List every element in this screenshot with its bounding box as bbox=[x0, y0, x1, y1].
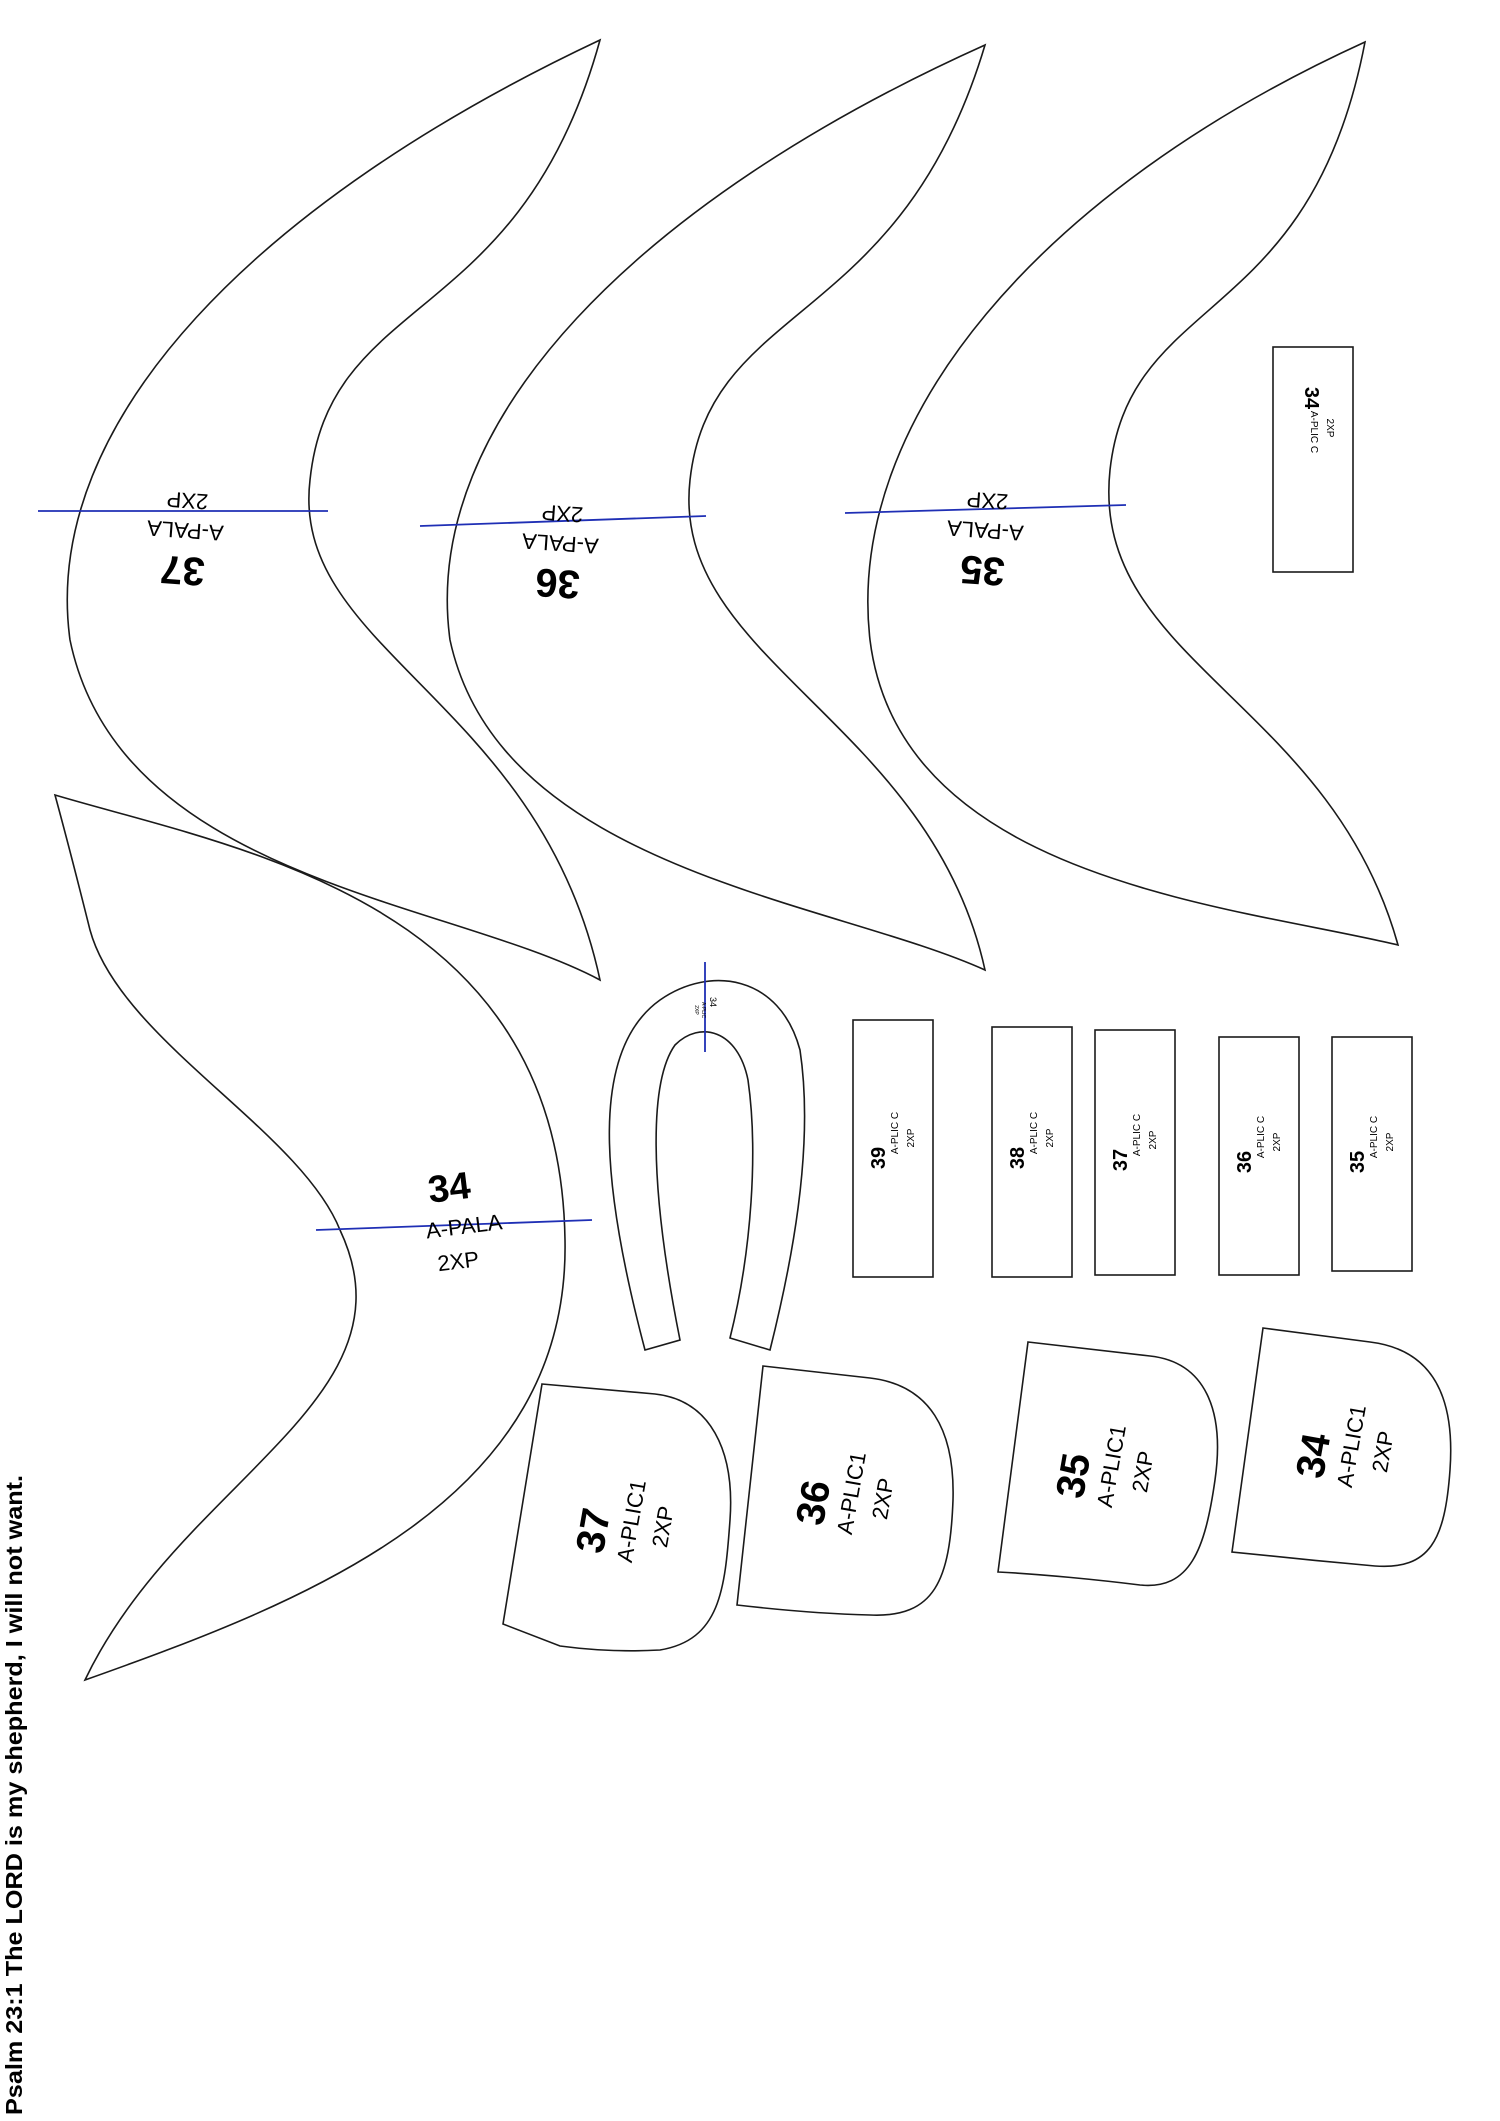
strip-name: A-PLIC C bbox=[1029, 1112, 1040, 1154]
strip-name: A-PLIC C bbox=[1369, 1116, 1380, 1158]
strip-size: 34 bbox=[1300, 387, 1322, 410]
tab-qty: 2XP bbox=[1127, 1449, 1159, 1494]
tab-qty: 2XP bbox=[867, 1476, 899, 1521]
vamp-piece-35: 35 A-PALA 2XP bbox=[844, 40, 1400, 947]
aplic1-piece-35: 35 A-PLIC1 2XP bbox=[997, 1341, 1219, 1587]
aplic-c-piece-34: 34 A-PLIC C 2XP bbox=[1272, 346, 1354, 573]
strip-name: A-PLIC C bbox=[1132, 1114, 1143, 1156]
vamp-outline bbox=[867, 40, 1400, 947]
tab-size: 37 bbox=[568, 1505, 619, 1556]
tab-qty: 2XP bbox=[647, 1504, 679, 1549]
aplic-c-piece-35: 35 A-PLIC C 2XP bbox=[1331, 1036, 1413, 1272]
strip-outline bbox=[1218, 1036, 1300, 1276]
vamp-size: 35 bbox=[959, 546, 1006, 593]
strip-name: A-PLIC C bbox=[890, 1112, 901, 1154]
grain-line bbox=[419, 515, 707, 527]
vamp-size: 36 bbox=[534, 559, 581, 606]
aplic-c-piece-37: 37 A-PLIC C 2XP bbox=[1094, 1029, 1176, 1276]
vamp-piece-37: 37 A-PALA 2XP bbox=[38, 38, 602, 982]
vamp-piece-36: 36 A-PALA 2XP bbox=[419, 43, 987, 972]
strip-outline bbox=[1272, 346, 1354, 573]
strip-qty: 2XP bbox=[1148, 1130, 1159, 1149]
tab-size: 36 bbox=[788, 1477, 839, 1528]
tab-outline bbox=[502, 1383, 732, 1652]
tab-name: A-PLIC1 bbox=[612, 1478, 651, 1564]
strip-qty: 2XP bbox=[1045, 1128, 1056, 1147]
vamp-qty: 2XP bbox=[966, 487, 1009, 515]
strip-size: 35 bbox=[1347, 1151, 1369, 1173]
tab-name: A-PLIC1 bbox=[1332, 1403, 1371, 1489]
strip-qty: 2XP bbox=[1324, 419, 1335, 438]
strip-qty: 2XP bbox=[1385, 1132, 1396, 1151]
vamp-outline bbox=[53, 793, 566, 1682]
horseshoe-size: 34 bbox=[708, 997, 718, 1007]
vamp-qty: 2XP bbox=[166, 487, 209, 515]
aplic-c-piece-38: 38 A-PLIC C 2XP bbox=[991, 1026, 1073, 1278]
tab-size: 35 bbox=[1048, 1450, 1099, 1501]
vamp-size: 37 bbox=[159, 546, 206, 593]
strip-name: A-PLIC C bbox=[1256, 1116, 1267, 1158]
strip-size: 38 bbox=[1007, 1147, 1029, 1169]
tab-outline bbox=[1231, 1327, 1452, 1568]
tab-size: 34 bbox=[1288, 1429, 1339, 1481]
horseshoe-piece: 34 A-PLIC 2XP bbox=[608, 962, 806, 1352]
aplic-c-piece-39: 39 A-PLIC C 2XP bbox=[852, 1019, 934, 1278]
strip-size: 36 bbox=[1234, 1151, 1256, 1173]
vamp-qty: 2XP bbox=[541, 500, 584, 528]
horseshoe-outline bbox=[608, 979, 806, 1352]
aplic-c-piece-36: 36 A-PLIC C 2XP bbox=[1218, 1036, 1300, 1276]
aplic1-piece-36: 36 A-PLIC1 2XP bbox=[736, 1365, 954, 1616]
strip-outline bbox=[1094, 1029, 1176, 1276]
tab-name: A-PLIC1 bbox=[1092, 1423, 1131, 1509]
strip-outline bbox=[852, 1019, 934, 1278]
tab-name: A-PLIC1 bbox=[832, 1450, 871, 1536]
strip-size: 37 bbox=[1110, 1149, 1132, 1171]
tab-outline bbox=[736, 1365, 954, 1616]
strip-qty: 2XP bbox=[906, 1128, 917, 1147]
vamp-piece-34: 34 A-PALA 2XP bbox=[53, 793, 593, 1682]
vamp-size: 34 bbox=[426, 1165, 473, 1212]
vamp-name: A-PALA bbox=[424, 1209, 503, 1243]
strip-outline bbox=[991, 1026, 1073, 1278]
footer-verse: Psalm 23:1 The LORD is my shepherd, I wi… bbox=[1, 1475, 27, 2115]
vamp-qty: 2XP bbox=[436, 1246, 480, 1276]
strip-name: A-PLIC C bbox=[1308, 411, 1319, 453]
vamp-name: A-PALA bbox=[521, 528, 600, 558]
vamp-name: A-PALA bbox=[146, 515, 225, 545]
aplic1-piece-34: 34 A-PLIC1 2XP bbox=[1231, 1327, 1452, 1568]
grain-line bbox=[315, 1219, 593, 1231]
grain-line bbox=[844, 504, 1127, 514]
tab-outline bbox=[997, 1341, 1219, 1587]
vamp-outline bbox=[66, 38, 602, 982]
horseshoe-qty: 2XP bbox=[693, 1005, 699, 1015]
strip-size: 39 bbox=[868, 1147, 890, 1169]
strip-outline bbox=[1331, 1036, 1413, 1272]
strip-qty: 2XP bbox=[1272, 1132, 1283, 1151]
horseshoe-name: A-PLIC bbox=[700, 1002, 706, 1019]
vamp-outline bbox=[446, 43, 987, 972]
aplic1-piece-37: 37 A-PLIC1 2XP bbox=[502, 1383, 732, 1652]
tab-qty: 2XP bbox=[1367, 1429, 1399, 1474]
vamp-name: A-PALA bbox=[946, 515, 1025, 545]
